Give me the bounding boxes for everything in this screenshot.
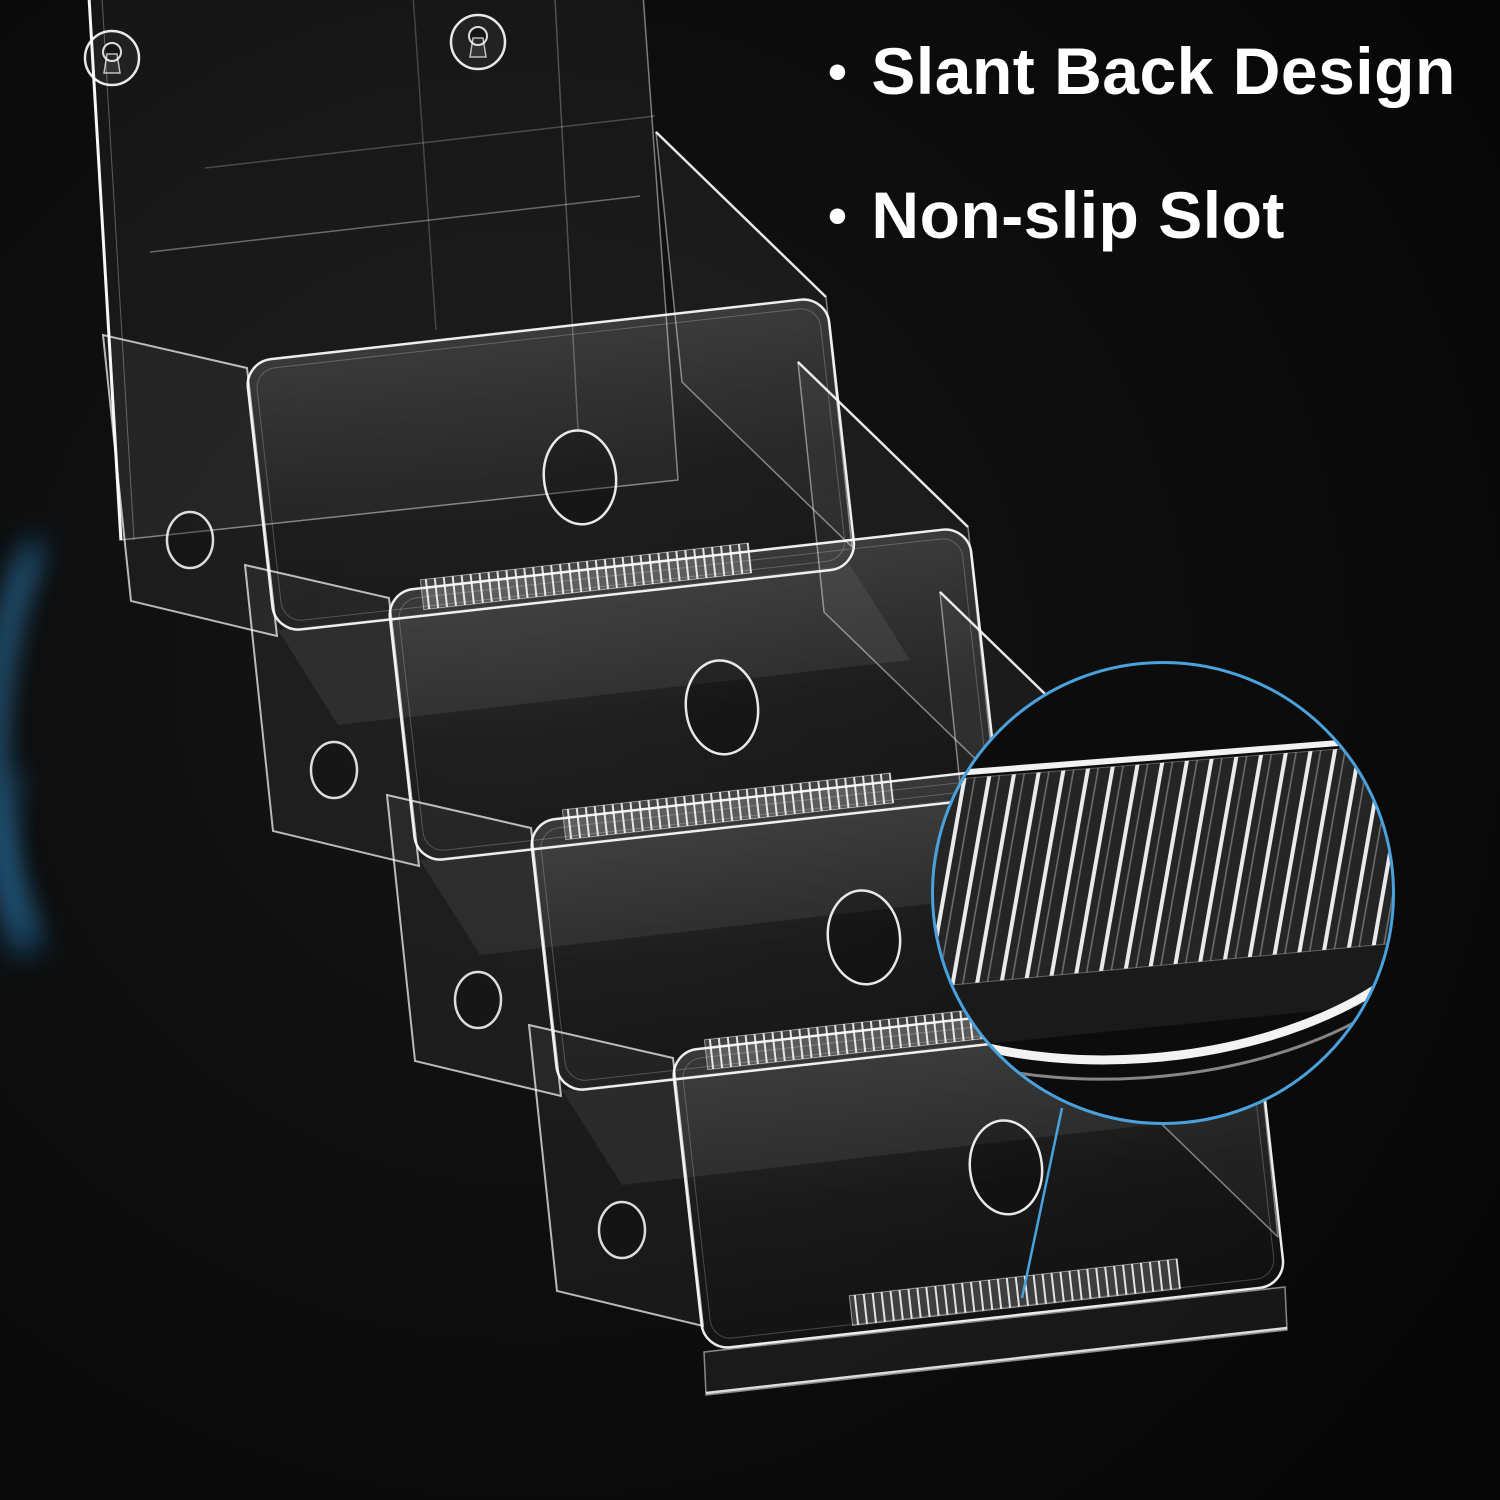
feature-bullet-non-slip: • Non-slip Slot bbox=[828, 182, 1456, 248]
tier-2-front-hole bbox=[684, 659, 760, 756]
blue-glow-left bbox=[0, 536, 46, 963]
feature-label-non-slip: Non-slip Slot bbox=[871, 178, 1285, 252]
tier-3-left-side-wall bbox=[385, 793, 563, 1098]
feature-bullet-slant-back: • Slant Back Design bbox=[828, 38, 1456, 104]
bullet-dot-icon: • bbox=[828, 186, 848, 246]
zoom-callout bbox=[931, 661, 1395, 1125]
zoom-ridged-slot bbox=[934, 743, 1392, 989]
tier-2-left-side-wall bbox=[243, 563, 421, 868]
callout-connector-line bbox=[1020, 1107, 1064, 1299]
tier-1-front-hole bbox=[542, 429, 618, 526]
tier-3-side-hole bbox=[453, 970, 503, 1030]
feature-annotations: • Slant Back Design • Non-slip Slot bbox=[828, 38, 1456, 326]
tier-1-side-hole bbox=[165, 510, 215, 570]
tier-4-side-hole bbox=[597, 1200, 647, 1260]
zoom-callout-content bbox=[934, 664, 1392, 1122]
tier-4-non-slip-slot bbox=[848, 1258, 1182, 1327]
feature-label-slant-back: Slant Back Design bbox=[871, 34, 1456, 108]
keyhole-hanger-left bbox=[83, 29, 141, 87]
base-lip bbox=[703, 1286, 1288, 1396]
keyhole-hanger-right bbox=[449, 13, 507, 71]
bullet-dot-icon: • bbox=[828, 42, 848, 102]
tier-2-side-hole bbox=[309, 740, 359, 800]
zoom-callout-ring bbox=[931, 661, 1395, 1125]
tier-1-left-side-wall bbox=[101, 333, 279, 638]
tier-4-front-hole bbox=[968, 1119, 1044, 1216]
tier-3-front-hole bbox=[826, 889, 902, 986]
